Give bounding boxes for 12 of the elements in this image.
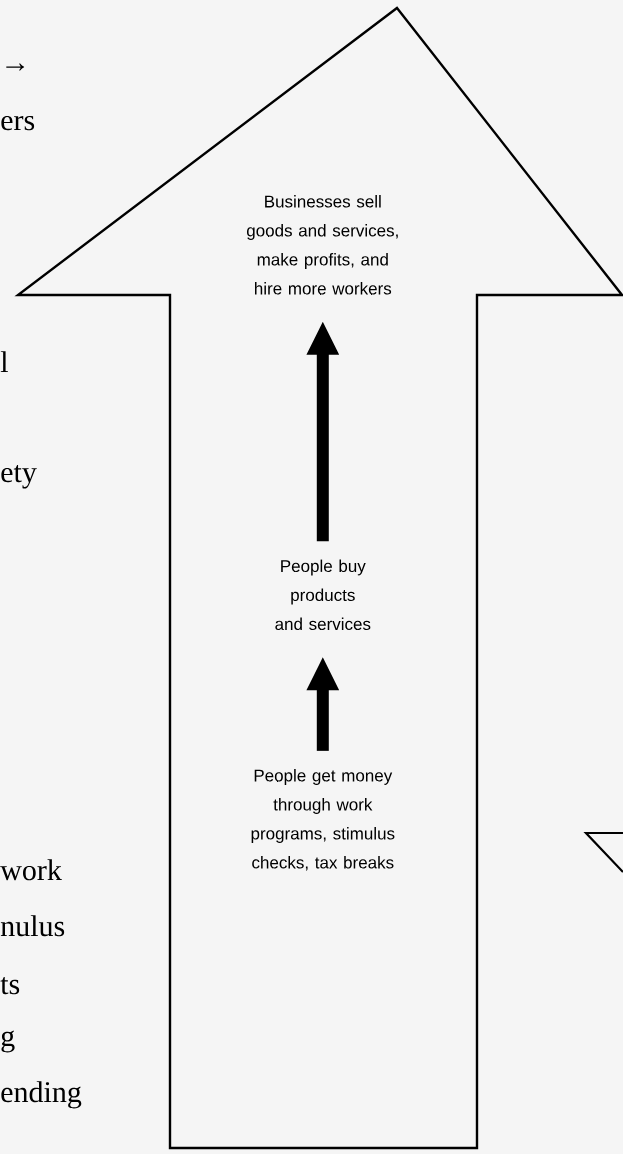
text-fragment: ety: [1, 465, 37, 489]
text-fragment: nulus: [0, 915, 65, 937]
text-fragment: ending: [1, 1081, 82, 1109]
step-text: Businesses sell goods and services, make profits, and hire more workers: [247, 195, 398, 295]
text-fragment: →: [6, 63, 25, 71]
step-text: People get money through work programs, stimulus checks, tax breaks: [251, 769, 395, 871]
step-text: People buy products and services: [275, 559, 371, 631]
text-fragment: l: [0, 351, 8, 372]
text-fragment: ers: [1, 115, 35, 131]
text-fragment: work: [0, 859, 62, 881]
text-fragment: g: [1, 1030, 15, 1053]
text-fragment: ts: [0, 977, 20, 995]
